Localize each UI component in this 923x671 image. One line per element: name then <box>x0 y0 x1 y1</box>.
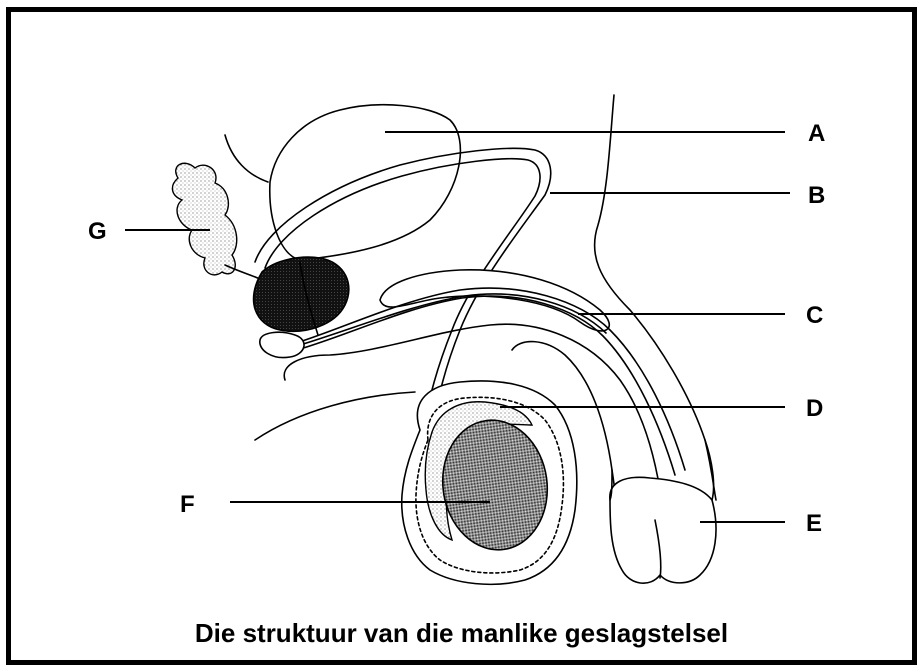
label-a: A <box>808 120 825 147</box>
perineum-outline <box>255 392 415 440</box>
label-b: B <box>808 182 825 209</box>
label-c: C <box>806 302 823 329</box>
label-d: D <box>806 395 823 422</box>
body-outline-upper <box>225 135 268 182</box>
shaft-left-edge <box>610 470 612 500</box>
label-f: F <box>180 491 195 518</box>
label-e: E <box>806 510 822 537</box>
bladder <box>270 105 461 260</box>
body-outline-front <box>595 95 716 500</box>
pubic-outline <box>260 332 304 357</box>
label-g: G <box>88 218 107 245</box>
glans-penis <box>610 477 716 583</box>
diagram-caption: Die struktuur van die manlike geslagstel… <box>0 618 923 649</box>
seminal-vesicle <box>172 163 236 275</box>
